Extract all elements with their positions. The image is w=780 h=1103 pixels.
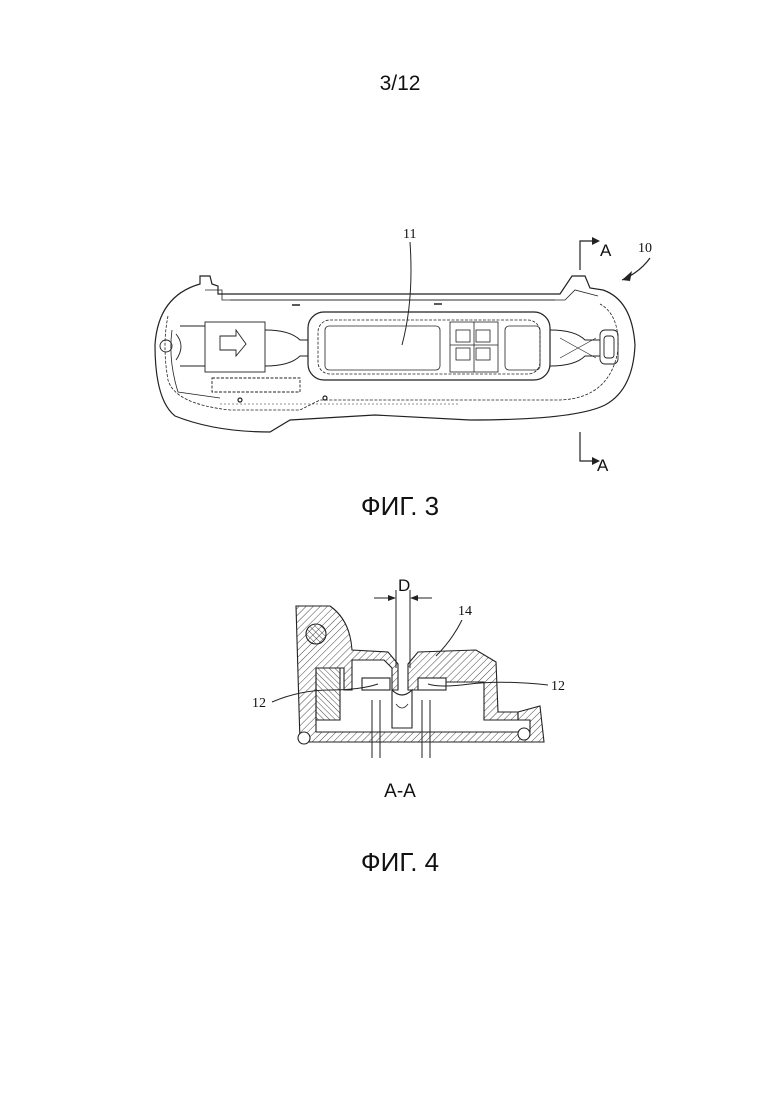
channel xyxy=(392,690,412,728)
ref-12-right: 12 xyxy=(551,679,565,694)
figure-4-caption: ФИГ. 4 xyxy=(0,847,780,878)
inner-insert xyxy=(316,668,340,720)
section-label: A-A xyxy=(0,781,780,803)
left-electrode-block xyxy=(362,678,390,690)
figure-4-drawing: D 14 12 12 xyxy=(0,0,780,800)
ref-12-left: 12 xyxy=(252,696,266,711)
ref-14: 14 xyxy=(458,604,472,619)
dimension-label: D xyxy=(398,576,410,595)
